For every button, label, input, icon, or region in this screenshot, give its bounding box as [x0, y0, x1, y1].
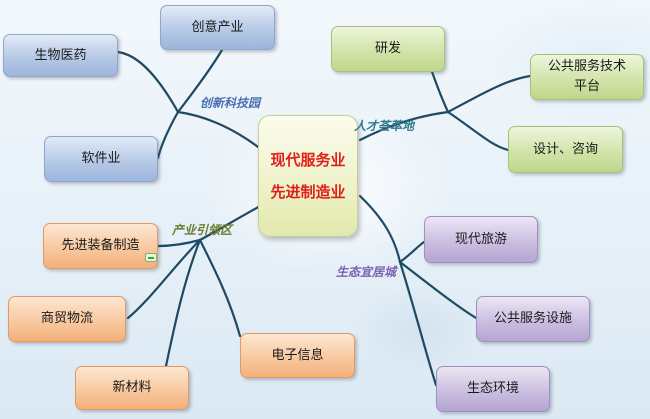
node-new-materials[interactable]: 新材料 [75, 366, 189, 410]
connector-to-facilities [398, 260, 478, 320]
branch-label-talent[interactable]: 人才荟萃地 [354, 119, 415, 133]
connector-to-equipment [156, 238, 202, 248]
node-public-tech-platform[interactable]: 公共服务技术平台 [530, 54, 644, 100]
central-topic[interactable]: 现代服务业 先进制造业 [258, 115, 358, 237]
node-design-consulting[interactable]: 设计、咨询 [508, 126, 623, 173]
node-trade-logistics[interactable]: 商贸物流 [8, 296, 126, 342]
collapse-indicator-icon[interactable] [145, 253, 157, 262]
node-biomedicine[interactable]: 生物医药 [3, 34, 118, 77]
node-rnd[interactable]: 研发 [331, 26, 445, 72]
central-topic-line2: 先进制造业 [270, 183, 346, 201]
node-advanced-equipment[interactable]: 先进装备制造 [43, 223, 158, 269]
node-modern-tourism[interactable]: 现代旅游 [424, 216, 538, 263]
connector-center-to-industry [198, 203, 264, 242]
connector-to-eco-env [398, 260, 438, 387]
node-creative-industry[interactable]: 创意产业 [160, 5, 275, 50]
node-public-facilities[interactable]: 公共服务设施 [476, 296, 590, 342]
branch-label-eco[interactable]: 生态宜居城 [336, 265, 397, 279]
connector-to-creative [176, 48, 224, 114]
connector-center-to-talent [358, 110, 450, 142]
node-software[interactable]: 软件业 [44, 136, 158, 182]
connector-to-software [156, 110, 180, 160]
connector-to-electronics [198, 238, 242, 338]
connector-to-biomedicine [116, 50, 180, 114]
connector-to-tourism [398, 240, 426, 264]
connector-to-logistics [126, 238, 202, 320]
connector-center-to-eco [358, 194, 402, 264]
branch-label-innovation[interactable]: 创新科技园 [200, 96, 261, 110]
node-eco-environment[interactable]: 生态环境 [436, 366, 550, 412]
branch-label-industry[interactable]: 产业引领区 [172, 223, 233, 237]
node-electronic-info[interactable]: 电子信息 [240, 333, 355, 378]
connector-to-design [446, 110, 510, 152]
central-topic-line1: 现代服务业 [270, 151, 346, 169]
connector-center-to-innovation [176, 110, 264, 152]
connector-to-platform [446, 74, 532, 114]
